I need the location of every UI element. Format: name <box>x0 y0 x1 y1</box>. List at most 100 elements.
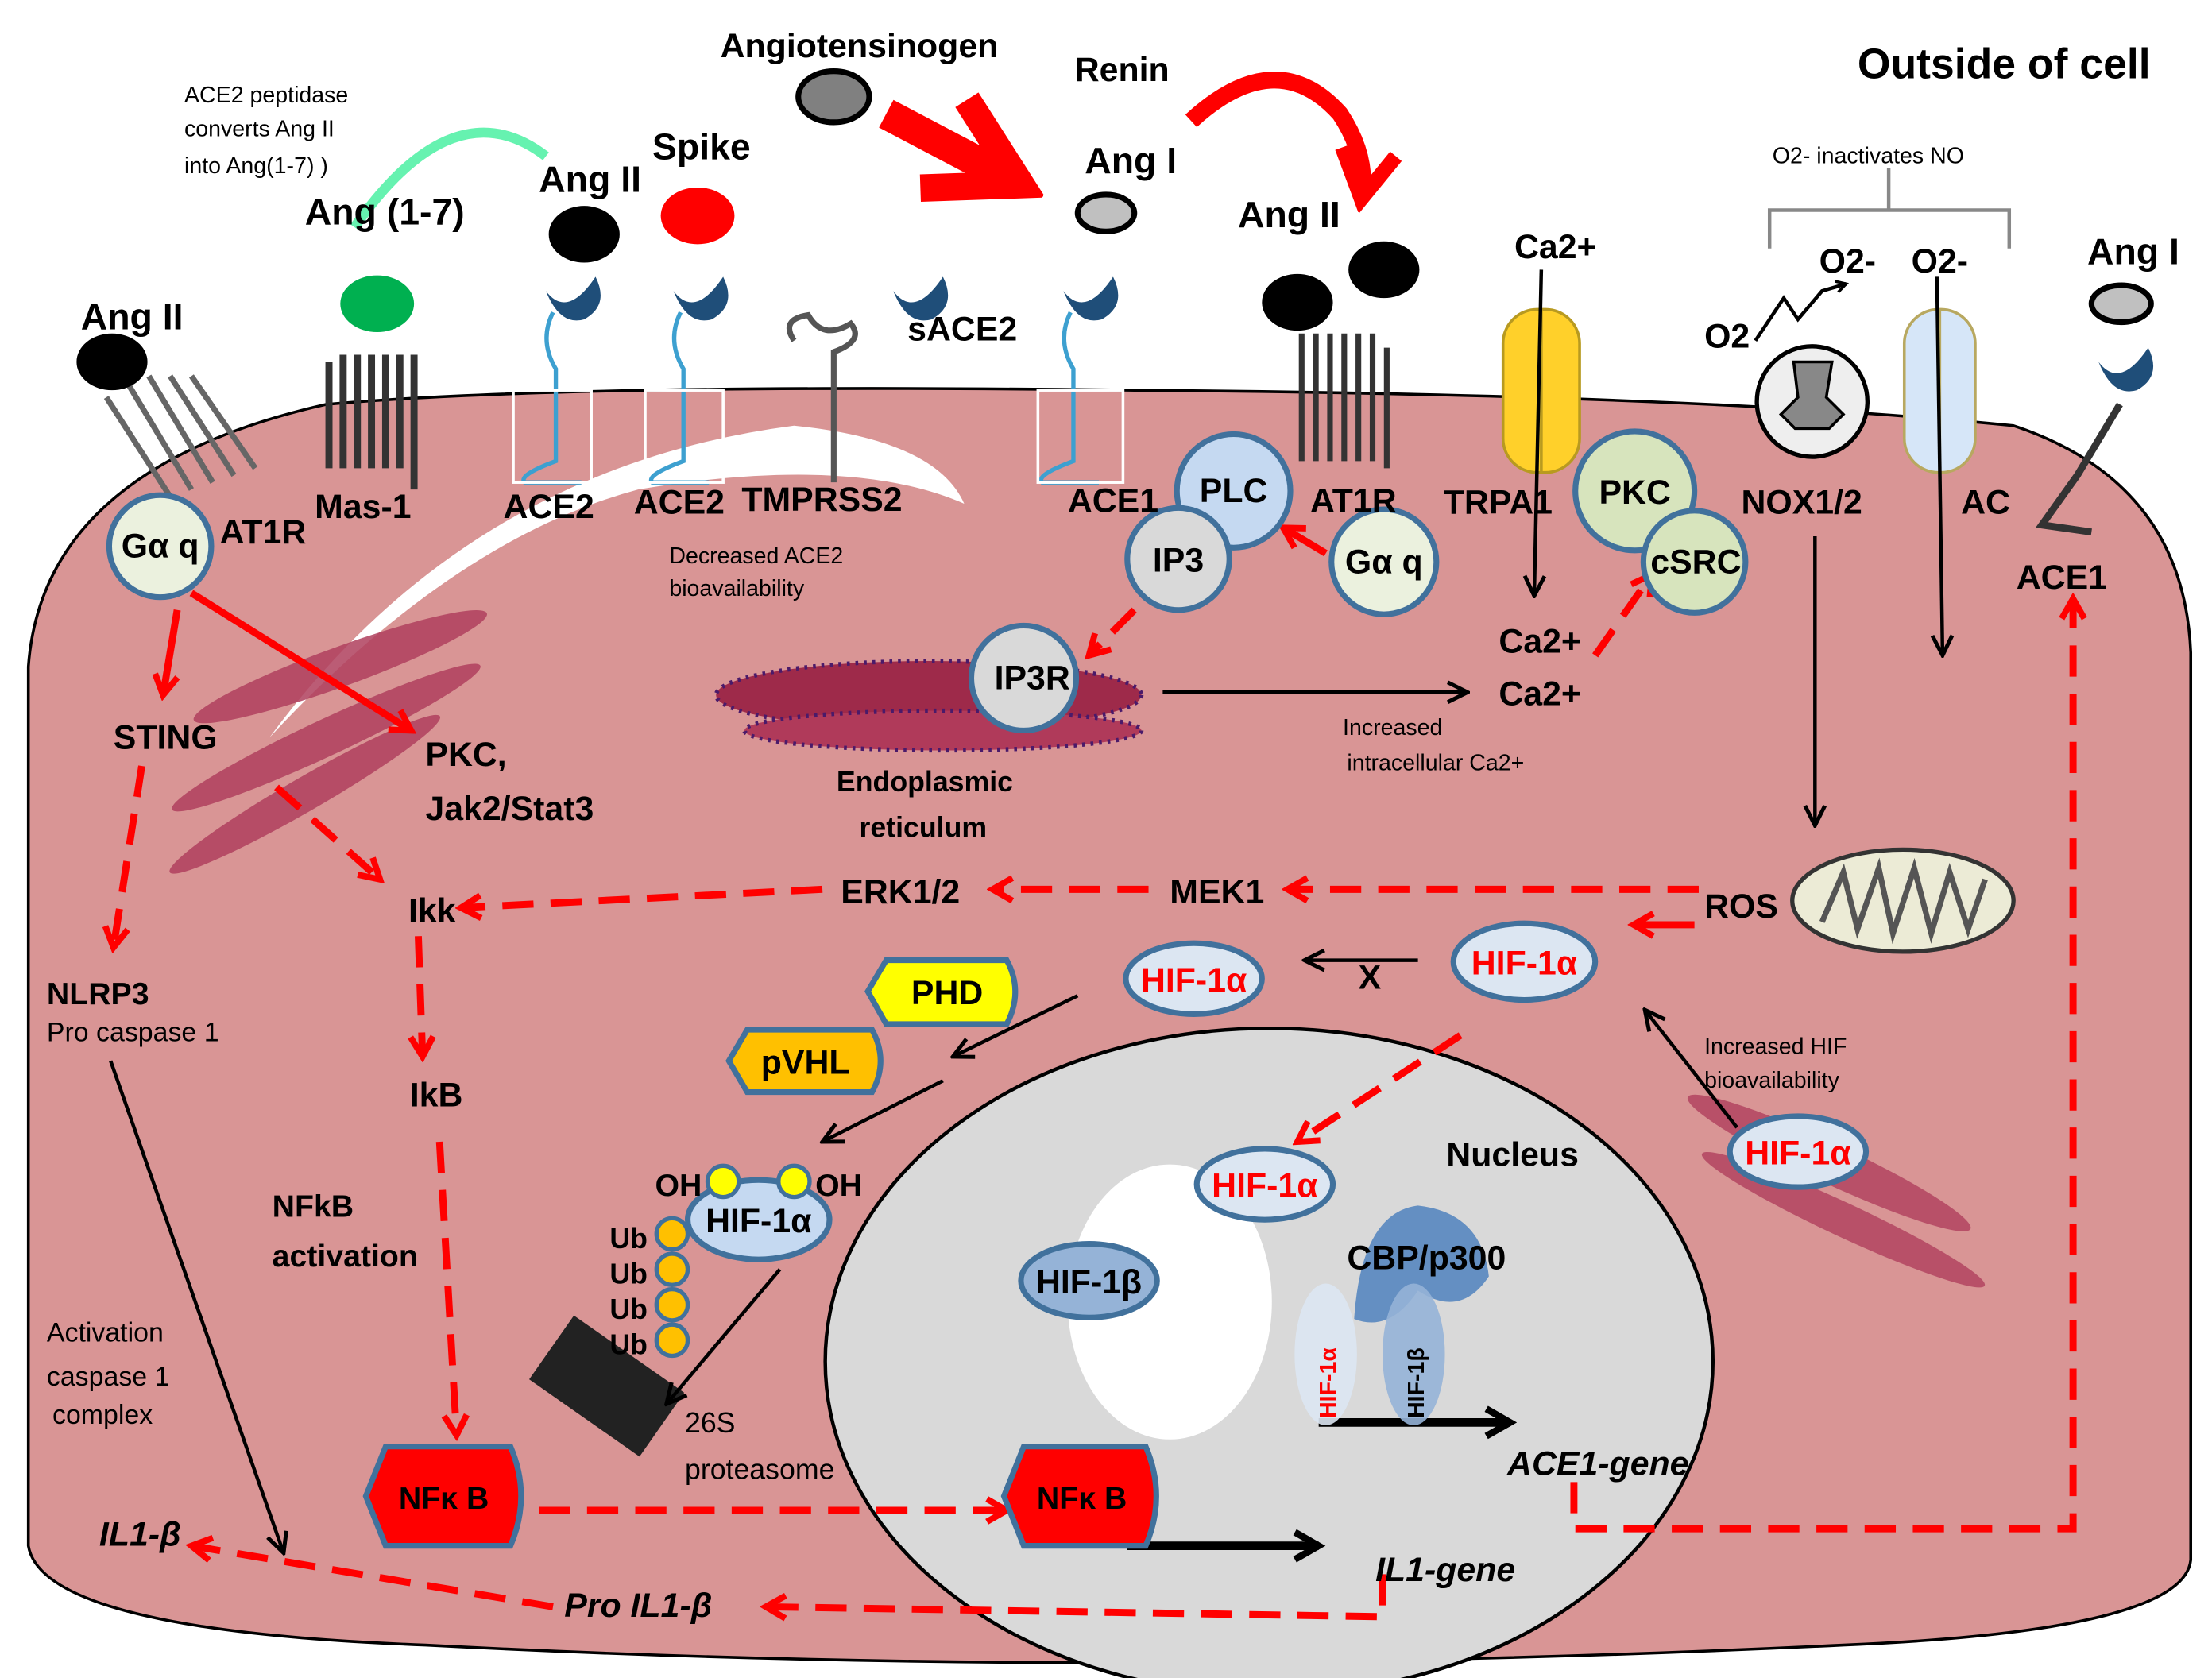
nox-label: NOX1/2 <box>1742 483 1862 521</box>
nox-enzyme <box>1754 344 1870 459</box>
at1r-label: AT1R <box>220 513 307 551</box>
renin-arrow <box>879 114 1021 184</box>
o2-note: O2- inactivates NO <box>1773 144 1964 169</box>
tmprss2-label: TMPRSS2 <box>741 481 902 519</box>
ace2-note-line: converts Ang II <box>184 117 335 142</box>
ang2-label: Ang II <box>539 158 641 199</box>
decreased-ace2-text: Decreased ACE2 <box>669 543 843 569</box>
ang17-label: Ang (1-7) <box>305 191 465 232</box>
ace1-label: ACE1 <box>2017 559 2107 597</box>
renin-label: Renin <box>1075 51 1170 89</box>
increased-hif-text: Increased HIF <box>1704 1034 1847 1059</box>
spike-protein <box>660 187 735 245</box>
ace2-note-line: into Ang(1-7) ) <box>184 153 328 179</box>
hif1a-vertical-label: HIF-1α <box>1316 1347 1341 1418</box>
hif1a-label: HIF-1α <box>1471 944 1577 982</box>
hif-complex <box>1294 1205 1489 1425</box>
ace2-conversion-arrow <box>350 127 549 230</box>
cbp-p300-label: CBP/p300 <box>1347 1239 1506 1278</box>
er-label: Endoplasmic <box>837 766 1013 798</box>
ang2-ligand <box>1262 273 1333 331</box>
il1-gene-label: IL1-gene <box>1375 1551 1515 1589</box>
tmprss2-protease <box>786 311 858 483</box>
ace1-conversion-arrow <box>1185 72 1363 199</box>
proteasome-label: 26S <box>685 1407 736 1439</box>
ip3-label: IP3 <box>1153 542 1204 580</box>
black-arrows <box>109 269 1943 1563</box>
red-signal-arrows <box>114 528 2073 1617</box>
gaq-label: Gα q <box>122 528 199 566</box>
ub-label: Ub <box>609 1223 648 1255</box>
ca-outside-label: Ca2+ <box>1514 228 1597 266</box>
pkc-jak-label: PKC, <box>425 736 506 774</box>
angiotensinogen-label: Angiotensinogen <box>721 27 999 65</box>
activation-caspase-label: caspase 1 <box>47 1362 170 1392</box>
procaspase-label: Pro caspase 1 <box>47 1017 219 1047</box>
hydroxyl-and-ubiquitin <box>654 1163 812 1359</box>
superoxide-label: O2- <box>1912 242 1968 280</box>
ace1-label: ACE1 <box>1068 482 1158 520</box>
nlrp3-label: NLRP3 <box>47 976 149 1011</box>
ang2-ligand <box>1348 241 1420 299</box>
ikk-label: Ikk <box>408 891 456 930</box>
gaq-label: Gα q <box>1345 543 1423 581</box>
ang1-label: Ang I <box>2087 230 2179 272</box>
ip3r-label: IP3R <box>995 659 1070 698</box>
hif1a-label: HIF-1α <box>1745 1135 1850 1173</box>
activation-caspase-label: Activation <box>47 1318 164 1348</box>
er-label: reticulum <box>859 811 987 843</box>
nucleus-label: Nucleus <box>1446 1135 1579 1173</box>
hif1b-label: HIF-1β <box>1036 1263 1142 1301</box>
nucleus <box>823 1027 1715 1678</box>
ace2-label: ACE2 <box>504 488 594 526</box>
ang17-ligand <box>340 275 415 332</box>
at1r-label: AT1R <box>1310 482 1397 520</box>
hif1a-label: HIF-1α <box>1212 1167 1317 1205</box>
increased-ca-text: Increased <box>1343 715 1442 740</box>
pkc-label: PKC <box>1599 474 1670 512</box>
increased-ca-text: intracellular Ca2+ <box>1347 750 1524 775</box>
mas1-label: Mas-1 <box>315 488 411 526</box>
oh-label: OH <box>815 1168 862 1203</box>
ros-label: ROS <box>1704 887 1778 926</box>
ace2-note-line: ACE2 peptidase <box>184 83 348 108</box>
nfkb-activation-label: activation <box>273 1239 418 1274</box>
ca-cytosol-label: Ca2+ <box>1499 675 1581 713</box>
trpa1-label: TRPA1 <box>1444 483 1553 521</box>
ace2-receptors <box>521 311 1100 485</box>
proteasome-icon <box>529 1315 685 1457</box>
ub-label: Ub <box>609 1293 648 1325</box>
ang2-label: Ang II <box>1238 194 1340 235</box>
ace1-membrane-stalk <box>2035 402 2123 536</box>
activation-caspase-label: complex <box>52 1400 153 1430</box>
ub-label: Ub <box>609 1258 648 1289</box>
hif1a-label: HIF-1α <box>1141 961 1247 999</box>
ace2-label: ACE2 <box>634 483 725 521</box>
at1r-left-receptor <box>103 374 258 498</box>
ang1-label: Ang I <box>1085 140 1177 181</box>
oxygen-label: O2 <box>1704 318 1750 356</box>
il1b-label: IL1-β <box>99 1516 181 1554</box>
ikb-label: IkB <box>410 1076 463 1114</box>
ang1-ligand <box>2088 282 2154 326</box>
hif1b-vertical-label: HIF-1β <box>1404 1347 1429 1418</box>
blocked-x: X <box>1359 958 1382 996</box>
pkc-jak-label: Jak2/Stat3 <box>425 790 594 828</box>
pro-il1b-label: Pro IL1-β <box>564 1587 712 1625</box>
membrane-boxes <box>512 389 1125 484</box>
sting-label: STING <box>114 719 218 757</box>
plc-label: PLC <box>1200 472 1268 510</box>
oh-label: OH <box>655 1168 702 1203</box>
nfkb-label: NFκ B <box>399 1481 489 1516</box>
nodes <box>106 428 1870 1549</box>
golgi-left <box>169 610 487 874</box>
hif1a-label: HIF-1α <box>706 1202 811 1240</box>
pvhl-label: pVHL <box>761 1043 850 1081</box>
o2-bracket <box>1767 167 2012 249</box>
nfkb-label: NFκ B <box>1037 1481 1127 1516</box>
mek-label: MEK1 <box>1170 873 1264 911</box>
outside-of-cell-title: Outside of cell <box>1858 41 2151 88</box>
ace-heads <box>546 276 2154 392</box>
superoxide-label: O2- <box>1819 242 1876 280</box>
proteasome-label: proteasome <box>685 1454 834 1486</box>
